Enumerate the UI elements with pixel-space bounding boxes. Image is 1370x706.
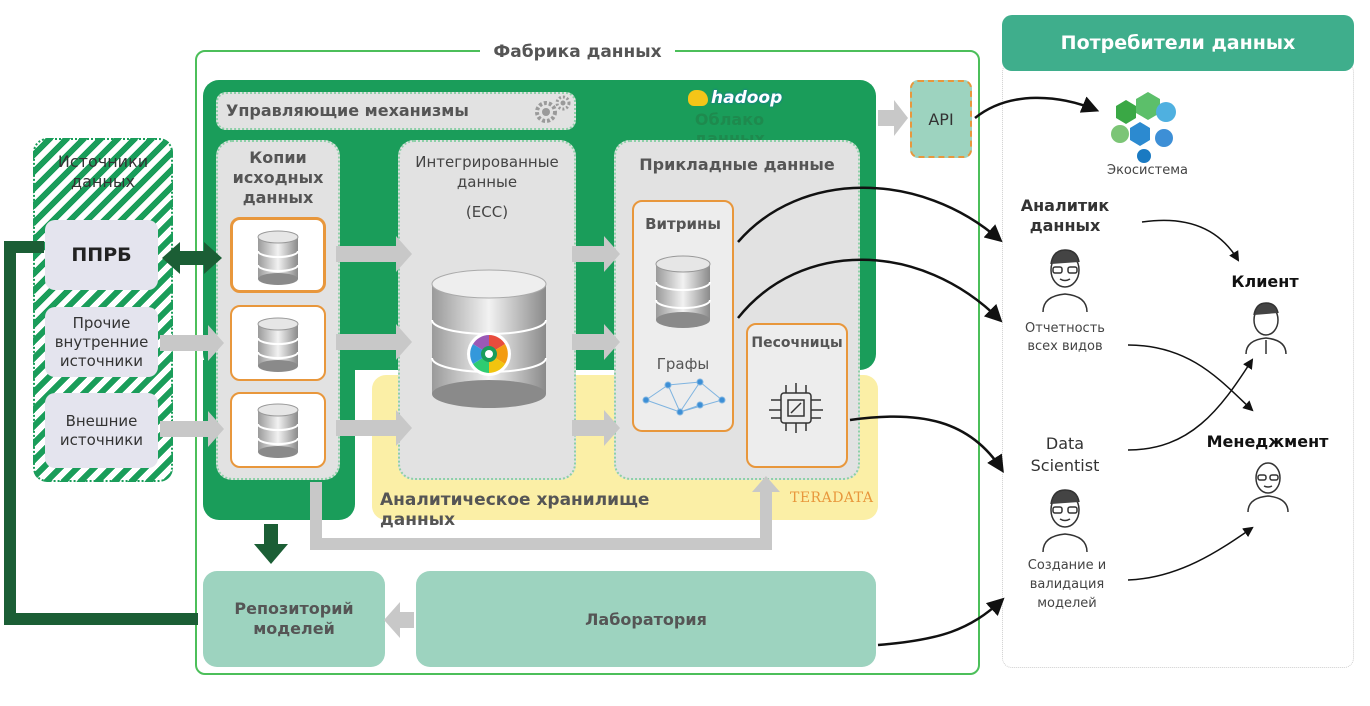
person-icons — [1042, 249, 1289, 553]
dark-green-arrows — [4, 241, 288, 625]
warehouse-title: Аналитическое хранилище данных — [380, 490, 650, 530]
source-internal[interactable]: Прочие внутренние источники — [45, 307, 158, 377]
showcases-title: Витрины — [645, 215, 721, 233]
sandboxes-box[interactable] — [746, 323, 848, 468]
copies-title: Копии исходных данных — [232, 148, 324, 207]
control-mechanisms — [216, 92, 576, 130]
factory-title: Фабрика данных — [480, 40, 675, 64]
lab-box[interactable]: Лаборатория — [416, 571, 876, 667]
database-icons — [257, 230, 711, 458]
teradata-logo: TERADATA — [790, 490, 874, 506]
hadoop-logo: hadoop — [688, 86, 782, 110]
sandboxes-title: Песочницы — [751, 335, 843, 351]
management-title: Менеджмент — [1206, 432, 1329, 451]
scientist-title: Data Scientist — [1030, 434, 1100, 475]
chip-icon — [769, 383, 823, 433]
graphs-title: Графы — [656, 355, 710, 373]
applied-title: Прикладные данные — [639, 155, 835, 174]
control-title: Управляющие механизмы — [226, 101, 469, 120]
source-external[interactable]: Внешние источники — [45, 393, 158, 468]
consumers-title-box: Потребители данных — [1002, 15, 1354, 71]
source-pprb[interactable]: ППРБ — [45, 220, 158, 290]
curved-arrows — [737, 96, 1254, 647]
ecosystem-icon — [1111, 92, 1176, 163]
ecosystem-label: Экосистема — [1107, 163, 1188, 178]
graph-network-icon — [642, 378, 726, 416]
integrated-subtitle: (ЕСС) — [465, 203, 509, 221]
integrated-title: Интегрированные данные — [415, 153, 559, 191]
gears-icon — [535, 95, 571, 123]
analyst-title: Аналитик данных — [1020, 196, 1110, 235]
analyst-caption: Отчетность всех видов — [1025, 321, 1105, 354]
grey-flow-arrows — [160, 100, 908, 638]
scientist-caption: Создание и валидация моделей — [1027, 558, 1107, 611]
sources-title: Источники данных — [57, 152, 149, 191]
client-title: Клиент — [1231, 272, 1299, 291]
repository-box[interactable]: Репозиторий моделей — [203, 571, 385, 667]
hadoop-elephant-icon — [688, 90, 708, 106]
api-box[interactable]: API — [910, 80, 972, 158]
